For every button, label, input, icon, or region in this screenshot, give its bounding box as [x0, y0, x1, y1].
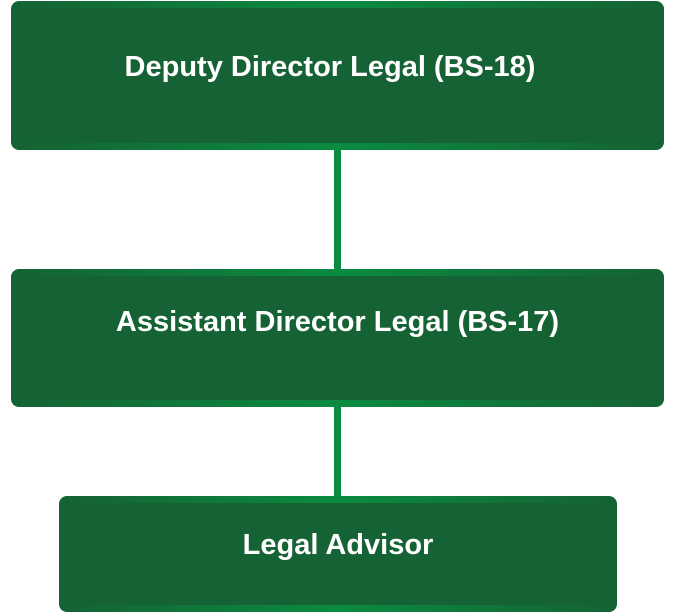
node-deputy-director-legal: Deputy Director Legal (BS-18) — [11, 1, 664, 150]
connector-line — [334, 407, 341, 497]
connector-line — [334, 150, 341, 270]
node-label: Deputy Director Legal (BS-18) — [124, 51, 536, 83]
node-assistant-director-legal: Assistant Director Legal (BS-17) — [11, 269, 664, 407]
node-label: Assistant Director Legal (BS-17) — [115, 306, 560, 338]
node-label: Legal Advisor — [242, 529, 434, 561]
node-legal-advisor: Legal Advisor — [59, 496, 617, 612]
